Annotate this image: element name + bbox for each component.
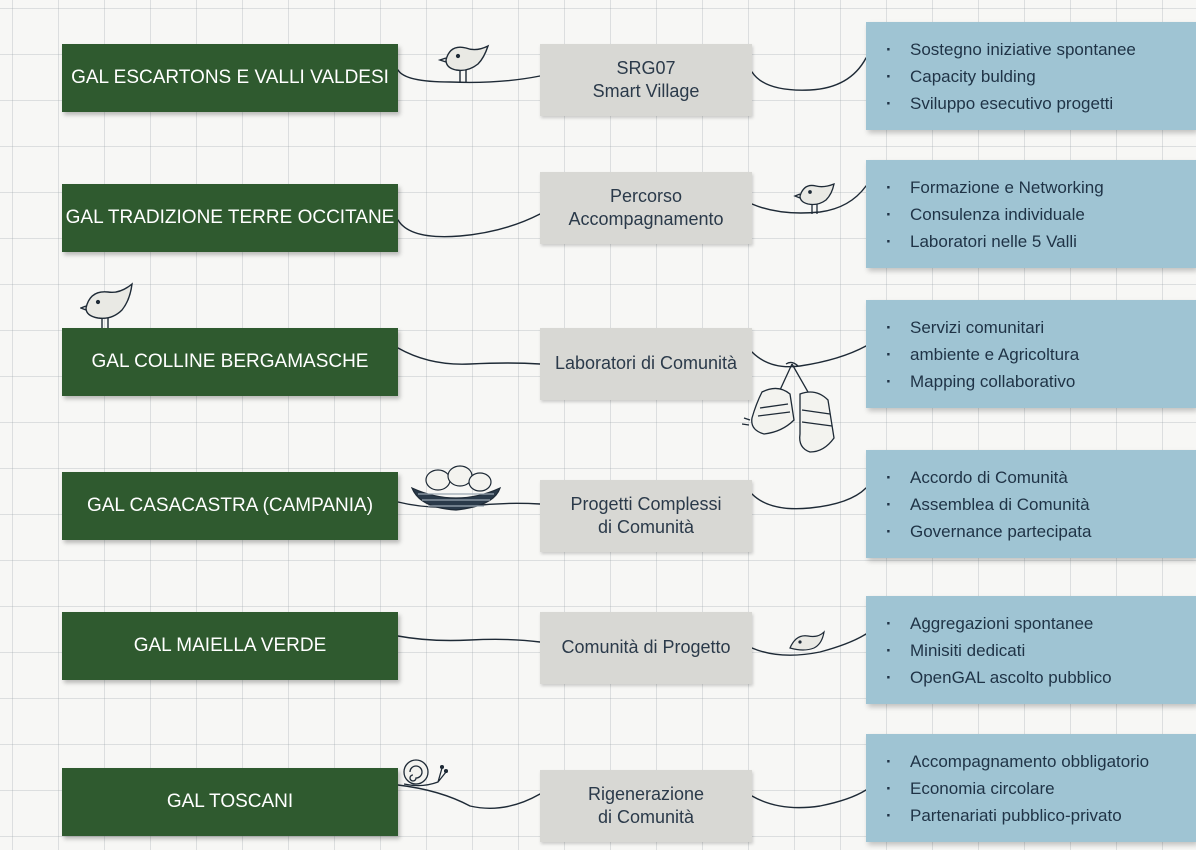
activity-item: Sostegno iniziative spontanee — [866, 36, 1196, 63]
bird-icon — [437, 44, 490, 82]
initiative-box-srg07: SRG07 Smart Village — [540, 44, 752, 116]
initiative-line-2: Smart Village — [592, 81, 700, 101]
gal-box-escartons: GAL ESCARTONS E VALLI VALDESI — [62, 44, 398, 112]
initiative-box-rigenerazione: Rigenerazione di Comunità — [540, 770, 752, 842]
initiative-line-1: SRG07 — [616, 57, 676, 78]
activities-box-colline: Servizi comunitari ambiente e Agricoltur… — [866, 300, 1196, 408]
bird-icon — [789, 630, 825, 651]
gal-name: GAL TOSCANI — [166, 791, 294, 812]
initiative-line-1: Percorso — [609, 185, 683, 206]
sneakers-icon — [742, 361, 835, 453]
nest-icon — [410, 465, 502, 511]
snail-icon — [403, 759, 448, 787]
gal-box-toscani: GAL TOSCANI — [62, 768, 398, 836]
activity-item: Minisiti dedicati — [866, 637, 1196, 664]
initiative-line-1: Laboratori di Comunità — [554, 353, 738, 374]
activity-item: Formazione e Networking — [866, 174, 1196, 201]
initiative-line-1: Comunità di Progetto — [561, 637, 731, 658]
gal-box-maiella: GAL MAIELLA VERDE — [62, 612, 398, 680]
activity-item: ambiente e Agricoltura — [866, 341, 1196, 368]
gal-box-casacastra: GAL CASACASTRA (CAMPANIA) — [62, 472, 398, 540]
initiative-box-progetti: Progetti Complessi di Comunità — [540, 480, 752, 552]
initiative-box-percorso: Percorso Accompagnamento — [540, 172, 752, 244]
bird-icon — [793, 182, 835, 214]
initiative-box-comunita: Comunità di Progetto — [540, 612, 752, 684]
initiative-line-1: Rigenerazione — [587, 783, 705, 804]
activities-box-escartons: Sostegno iniziative spontanee Capacity b… — [866, 22, 1196, 130]
activity-item: Economia circolare — [866, 775, 1196, 802]
activities-box-casacastra: Accordo di Comunità Assemblea di Comunit… — [866, 450, 1196, 558]
gal-name: GAL COLLINE BERGAMASCHE — [91, 351, 369, 372]
initiative-line-2: Accompagnamento — [568, 209, 724, 229]
initiative-box-laboratori: Laboratori di Comunità — [540, 328, 752, 400]
initiative-line-2: di Comunità — [597, 807, 695, 827]
activity-item: Servizi comunitari — [866, 314, 1196, 341]
gal-name: GAL CASACASTRA (CAMPANIA) — [86, 495, 374, 516]
activity-item: Assemblea di Comunità — [866, 491, 1196, 518]
gal-name: GAL TRADIZIONE TERRE OCCITANE — [65, 207, 395, 228]
activities-box-toscani: Accompagnamento obbligatorio Economia ci… — [866, 734, 1196, 842]
activity-item: Partenariati pubblico-privato — [866, 802, 1196, 829]
initiative-line-2: di Comunità — [597, 517, 695, 537]
activity-item: Governance partecipata — [866, 518, 1196, 545]
gal-name: GAL MAIELLA VERDE — [133, 635, 327, 656]
gal-box-tradizione: GAL TRADIZIONE TERRE OCCITANE — [62, 184, 398, 252]
activity-item: Accompagnamento obbligatorio — [866, 748, 1196, 775]
activity-item: Sviluppo esecutivo progetti — [866, 90, 1196, 117]
bird-icon — [80, 282, 133, 328]
activity-item: Accordo di Comunità — [866, 464, 1196, 491]
activity-item: Laboratori nelle 5 Valli — [866, 228, 1196, 255]
activity-item: OpenGAL ascolto pubblico — [866, 664, 1196, 691]
activity-item: Aggregazioni spontanee — [866, 610, 1196, 637]
activities-box-maiella: Aggregazioni spontanee Minisiti dedicati… — [866, 596, 1196, 704]
gal-box-colline: GAL COLLINE BERGAMASCHE — [62, 328, 398, 396]
activities-box-tradizione: Formazione e Networking Consulenza indiv… — [866, 160, 1196, 268]
activity-item: Consulenza individuale — [866, 201, 1196, 228]
activity-item: Mapping collaborativo — [866, 368, 1196, 395]
gal-name: GAL ESCARTONS E VALLI VALDESI — [71, 67, 389, 88]
initiative-line-1: Progetti Complessi — [570, 493, 722, 514]
activity-item: Capacity bulding — [866, 63, 1196, 90]
